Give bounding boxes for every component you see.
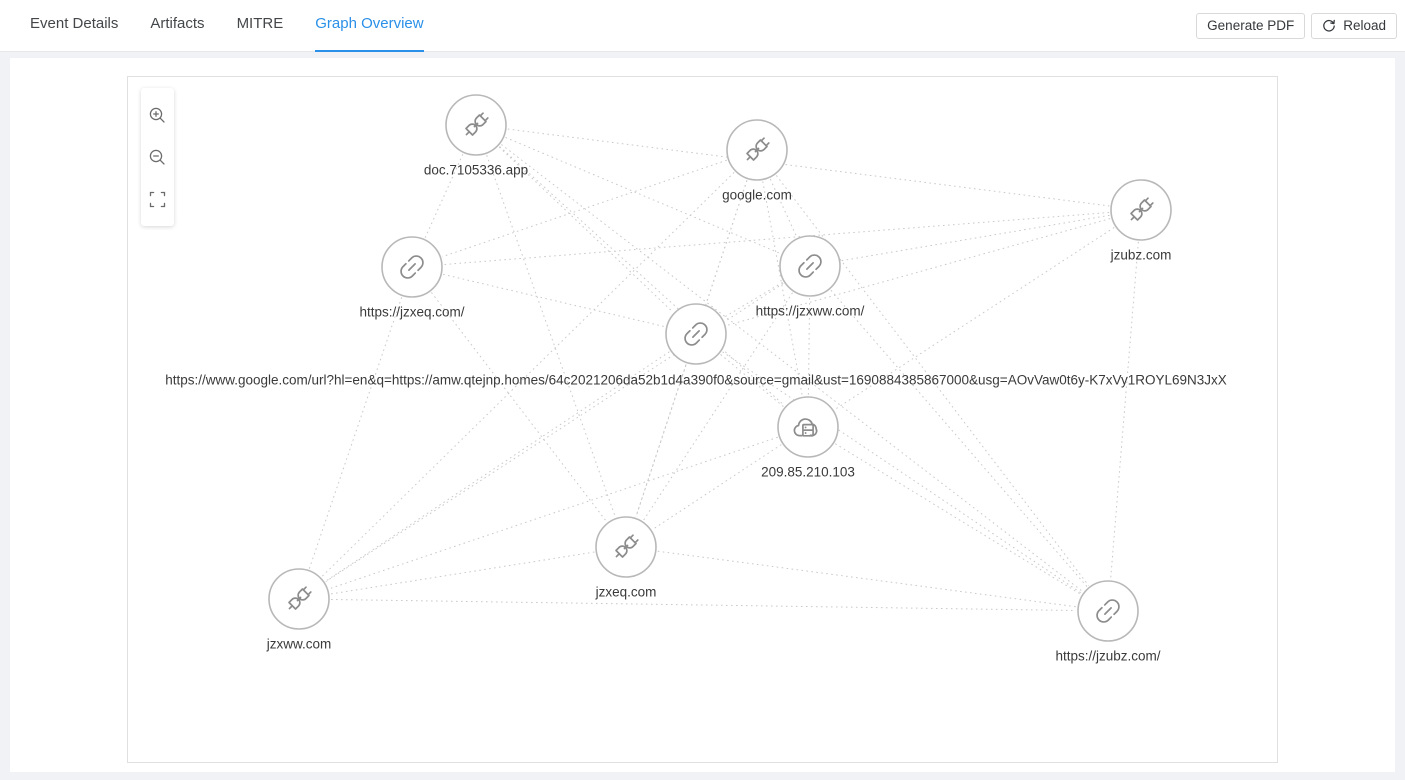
graph-edge bbox=[834, 227, 1115, 410]
tab-label: Event Details bbox=[30, 15, 119, 32]
graph-node[interactable]: https://jzubz.com/ bbox=[1055, 580, 1161, 664]
topbar-actions: Generate PDF Reload bbox=[1196, 13, 1397, 39]
graph-node-circle[interactable] bbox=[777, 396, 839, 458]
zoom-in-icon bbox=[148, 106, 167, 125]
fit-screen-icon bbox=[149, 191, 166, 208]
reload-label: Reload bbox=[1343, 18, 1386, 34]
reload-icon bbox=[1322, 19, 1336, 33]
graph-edge bbox=[769, 178, 798, 238]
top-tab-bar: Event Details Artifacts MITRE Graph Over… bbox=[0, 0, 1405, 52]
graph-edge bbox=[835, 443, 1081, 595]
graph-node[interactable]: https://jzxeq.com/ bbox=[359, 236, 465, 320]
graph-node[interactable]: jzxww.com bbox=[266, 568, 332, 652]
graph-edge bbox=[486, 154, 616, 518]
graph-node-label: 209.85.210.103 bbox=[761, 465, 855, 480]
graph-edge bbox=[431, 292, 607, 522]
graph-node[interactable]: doc.7105336.app bbox=[424, 94, 528, 178]
graph-node-label: https://jzxeq.com/ bbox=[359, 305, 464, 320]
graph-edge bbox=[723, 281, 783, 319]
graph-edge bbox=[499, 146, 785, 406]
generate-pdf-button[interactable]: Generate PDF bbox=[1196, 13, 1306, 39]
graph-edge bbox=[1110, 241, 1139, 580]
graph-edge bbox=[424, 153, 464, 239]
graph-edge bbox=[321, 172, 735, 577]
graph-node-label: google.com bbox=[722, 188, 792, 203]
zoom-out-button[interactable] bbox=[141, 136, 174, 178]
graph-edge bbox=[720, 354, 784, 407]
graph-edge bbox=[308, 297, 403, 569]
tab-label: Graph Overview bbox=[315, 15, 424, 32]
graph-edge bbox=[507, 128, 1110, 207]
graph-edge bbox=[841, 214, 1110, 262]
graph-node[interactable]: 209.85.210.103 bbox=[761, 396, 855, 480]
graph-node-label: doc.7105336.app bbox=[424, 163, 528, 178]
generate-pdf-label: Generate PDF bbox=[1207, 18, 1295, 34]
graph-edge bbox=[830, 289, 1088, 588]
graph-edge bbox=[501, 144, 1083, 592]
graph-node[interactable]: https://jzxww.com/ bbox=[756, 235, 865, 319]
graph-node-label: https://jzubz.com/ bbox=[1055, 649, 1160, 664]
graph-edge bbox=[722, 351, 1082, 594]
graph-edge bbox=[443, 273, 665, 328]
graph-node-label: jzxww.com bbox=[266, 637, 332, 652]
graph-edge bbox=[330, 598, 1077, 612]
graph-edge bbox=[652, 444, 782, 530]
graph-zoom-controls bbox=[141, 88, 174, 226]
graph-canvas-card: doc.7105336.app google.com jzubz.com https:… bbox=[127, 76, 1278, 763]
graph-node[interactable]: google.com bbox=[722, 119, 792, 203]
graph-edge bbox=[657, 550, 1077, 608]
graph-edge bbox=[635, 364, 687, 517]
tab-graph-overview[interactable]: Graph Overview bbox=[299, 0, 439, 52]
graph-edge bbox=[726, 218, 1111, 326]
graph-nodes: doc.7105336.app google.com jzubz.com https:… bbox=[165, 94, 1227, 664]
zoom-in-button[interactable] bbox=[141, 94, 174, 136]
tab-list: Event Details Artifacts MITRE Graph Over… bbox=[14, 0, 440, 52]
graph-edge bbox=[443, 211, 1110, 266]
tab-label: MITRE bbox=[236, 15, 284, 32]
graph-edge bbox=[329, 436, 778, 590]
graph-node-label: https://jzxww.com/ bbox=[756, 304, 865, 319]
graph-edge bbox=[442, 159, 727, 258]
graph-visualization[interactable]: doc.7105336.app google.com jzubz.com https:… bbox=[128, 77, 1278, 763]
graph-node-label: jzxeq.com bbox=[595, 585, 657, 600]
tab-mitre[interactable]: MITRE bbox=[221, 0, 300, 52]
graph-node-label: jzubz.com bbox=[1110, 248, 1172, 263]
graph-node[interactable]: jzubz.com bbox=[1110, 179, 1172, 263]
graph-node[interactable]: jzxeq.com bbox=[595, 516, 657, 600]
fit-to-screen-button[interactable] bbox=[141, 178, 174, 220]
graph-node-label: https://www.google.com/url?hl=en&q=https… bbox=[165, 373, 1227, 388]
graph-node[interactable]: https://www.google.com/url?hl=en&q=https… bbox=[165, 303, 1227, 388]
graph-edge bbox=[762, 181, 803, 396]
zoom-out-icon bbox=[148, 148, 167, 167]
page-body: doc.7105336.app google.com jzubz.com https:… bbox=[10, 58, 1395, 772]
graph-edge bbox=[807, 297, 811, 396]
graph-edge bbox=[643, 292, 793, 521]
graph-edge bbox=[330, 551, 595, 595]
tab-label: Artifacts bbox=[150, 15, 205, 32]
tab-artifacts[interactable]: Artifacts bbox=[134, 0, 220, 52]
tab-event-details[interactable]: Event Details bbox=[14, 0, 134, 52]
reload-button[interactable]: Reload bbox=[1311, 13, 1397, 39]
